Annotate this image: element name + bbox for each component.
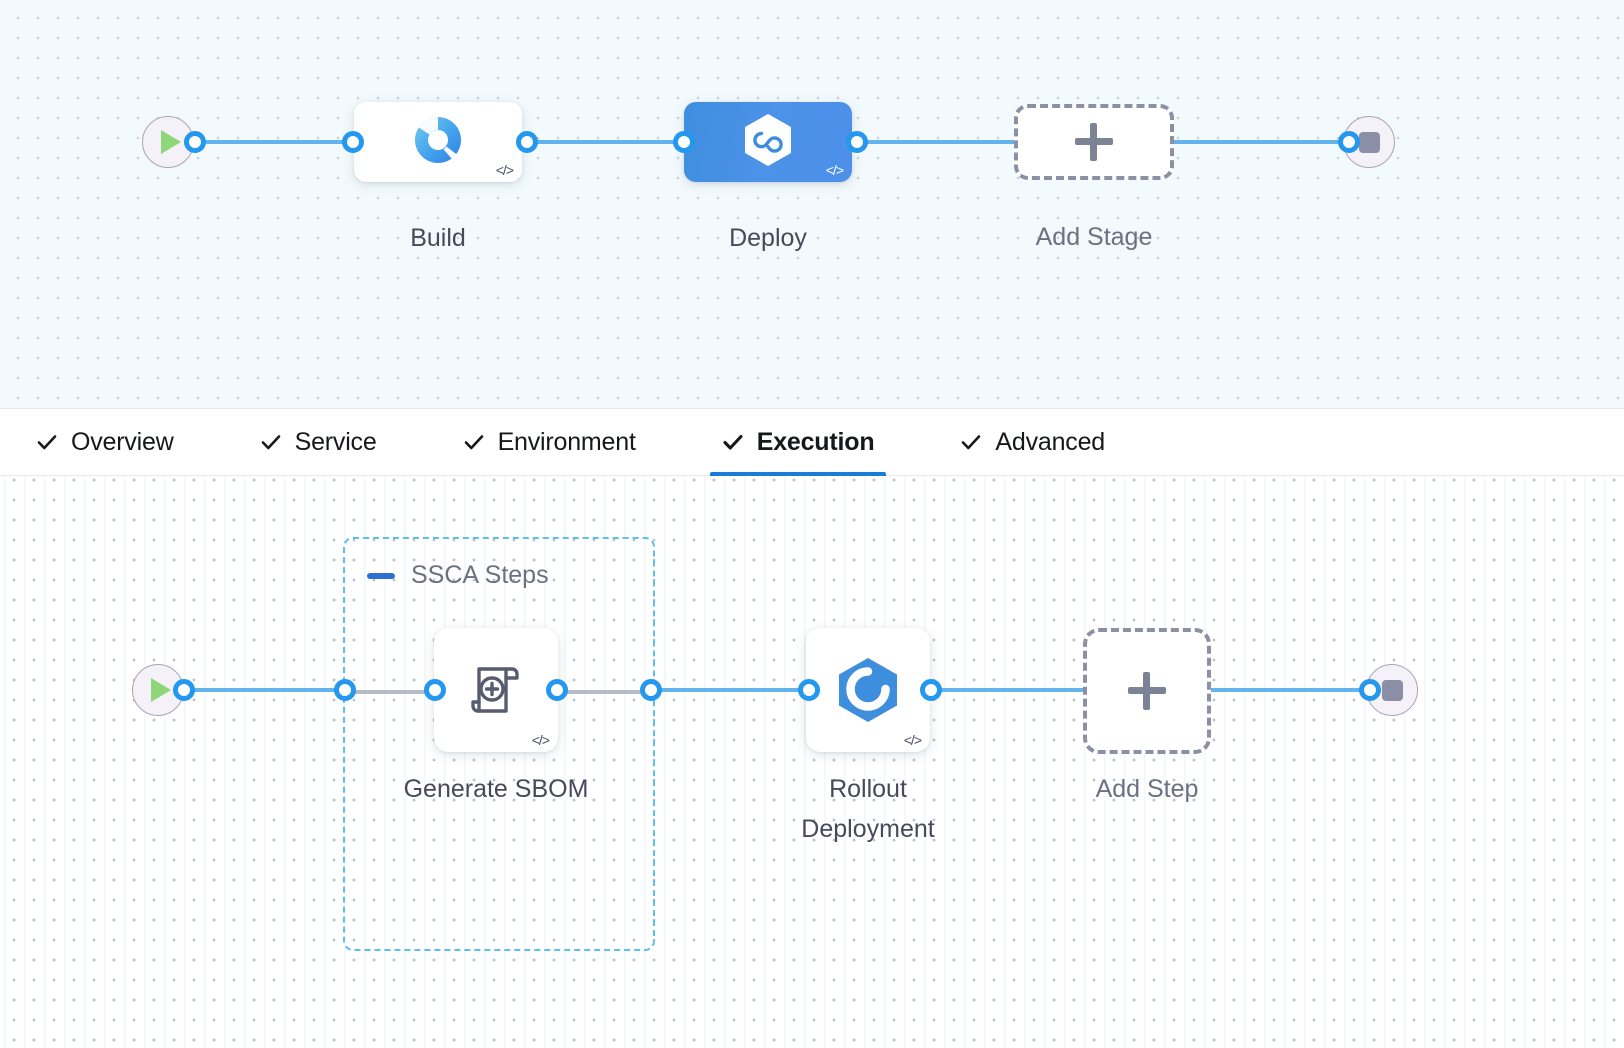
- step-label-rollout-deployment: Rollout Deployment: [801, 775, 935, 843]
- port-start-out[interactable]: [184, 131, 206, 153]
- port-build-in[interactable]: [342, 131, 364, 153]
- build-donut-icon: [412, 114, 464, 166]
- edge-build-to-deploy: [517, 140, 689, 144]
- step-group-title: SSCA Steps: [411, 561, 549, 589]
- rollout-hexagon-icon: [835, 656, 901, 724]
- tab-label-environment: Environment: [497, 427, 636, 456]
- port-steps-start-out[interactable]: [173, 679, 195, 701]
- step-node-rollout-deployment[interactable]: </>: [806, 628, 930, 752]
- edge-rollout-to-add: [928, 688, 1098, 692]
- stage-node-deploy[interactable]: </>: [684, 102, 852, 182]
- port-sbom-in[interactable]: [424, 679, 446, 701]
- minus-icon[interactable]: [367, 572, 395, 579]
- port-deploy-out[interactable]: [846, 131, 868, 153]
- sbom-scroll-icon: [461, 655, 531, 725]
- yaml-code-badge[interactable]: </>: [825, 162, 844, 178]
- check-icon: [722, 431, 744, 453]
- add-step-button[interactable]: [1083, 628, 1211, 754]
- port-rollout-out[interactable]: [920, 679, 942, 701]
- edge-deploy-to-add: [845, 140, 1025, 144]
- edge-start-to-build: [190, 140, 360, 144]
- stage-node-build[interactable]: </>: [354, 102, 522, 182]
- step-group-ssca[interactable]: SSCA Steps: [343, 537, 655, 951]
- check-icon: [36, 431, 58, 453]
- add-stage-button[interactable]: [1014, 104, 1174, 180]
- add-step-label: Add Step: [1095, 775, 1199, 803]
- harness-hexagon-icon: [742, 113, 794, 167]
- stages-canvas[interactable]: </> Build </> Deploy Add Stage: [0, 0, 1624, 409]
- tab-service[interactable]: Service: [254, 409, 383, 476]
- steps-start-node[interactable]: [132, 664, 184, 716]
- stage-label-build: Build: [410, 224, 466, 252]
- tab-execution[interactable]: Execution: [709, 409, 887, 476]
- tab-overview[interactable]: Overview: [30, 409, 180, 476]
- tab-label-overview: Overview: [71, 427, 174, 456]
- tab-label-advanced: Advanced: [995, 427, 1105, 456]
- check-icon: [960, 431, 982, 453]
- execution-steps-canvas[interactable]: SSCA Steps: [0, 476, 1624, 1048]
- edge-group-in-dashed: [348, 690, 438, 694]
- port-steps-end-in[interactable]: [1359, 679, 1381, 701]
- plus-icon: [1128, 672, 1166, 710]
- stop-icon: [1381, 679, 1403, 701]
- edge-group-to-rollout: [650, 688, 820, 692]
- yaml-code-badge[interactable]: </>: [531, 732, 550, 748]
- edge-add-to-end: [1162, 140, 1360, 144]
- port-sbom-out[interactable]: [546, 679, 568, 701]
- stage-label-deploy: Deploy: [729, 224, 807, 252]
- play-icon: [161, 130, 181, 154]
- port-deploy-in[interactable]: [673, 131, 695, 153]
- port-build-out[interactable]: [516, 131, 538, 153]
- stop-icon: [1358, 131, 1380, 153]
- play-icon: [151, 678, 171, 702]
- yaml-code-badge[interactable]: </>: [903, 732, 922, 748]
- edge-start-to-group: [178, 688, 350, 692]
- check-icon: [463, 431, 485, 453]
- plus-icon: [1075, 123, 1113, 161]
- port-group-exit[interactable]: [640, 679, 662, 701]
- tab-label-service: Service: [294, 427, 377, 456]
- tab-advanced[interactable]: Advanced: [954, 409, 1111, 476]
- step-group-header: SSCA Steps: [367, 561, 549, 590]
- yaml-code-badge[interactable]: </>: [495, 162, 514, 178]
- edge-group-out-dashed: [556, 690, 656, 694]
- edge-add-to-end: [1205, 688, 1375, 692]
- port-end-in[interactable]: [1338, 131, 1360, 153]
- port-rollout-in[interactable]: [798, 679, 820, 701]
- check-icon: [260, 431, 282, 453]
- step-node-generate-sbom[interactable]: </>: [434, 628, 558, 752]
- port-group-entry[interactable]: [334, 679, 356, 701]
- stage-config-tabs: Overview Service Environment Execution A: [0, 409, 1624, 476]
- tab-label-execution: Execution: [756, 427, 875, 456]
- add-stage-label: Add Stage: [1035, 223, 1153, 251]
- tab-environment[interactable]: Environment: [457, 409, 642, 476]
